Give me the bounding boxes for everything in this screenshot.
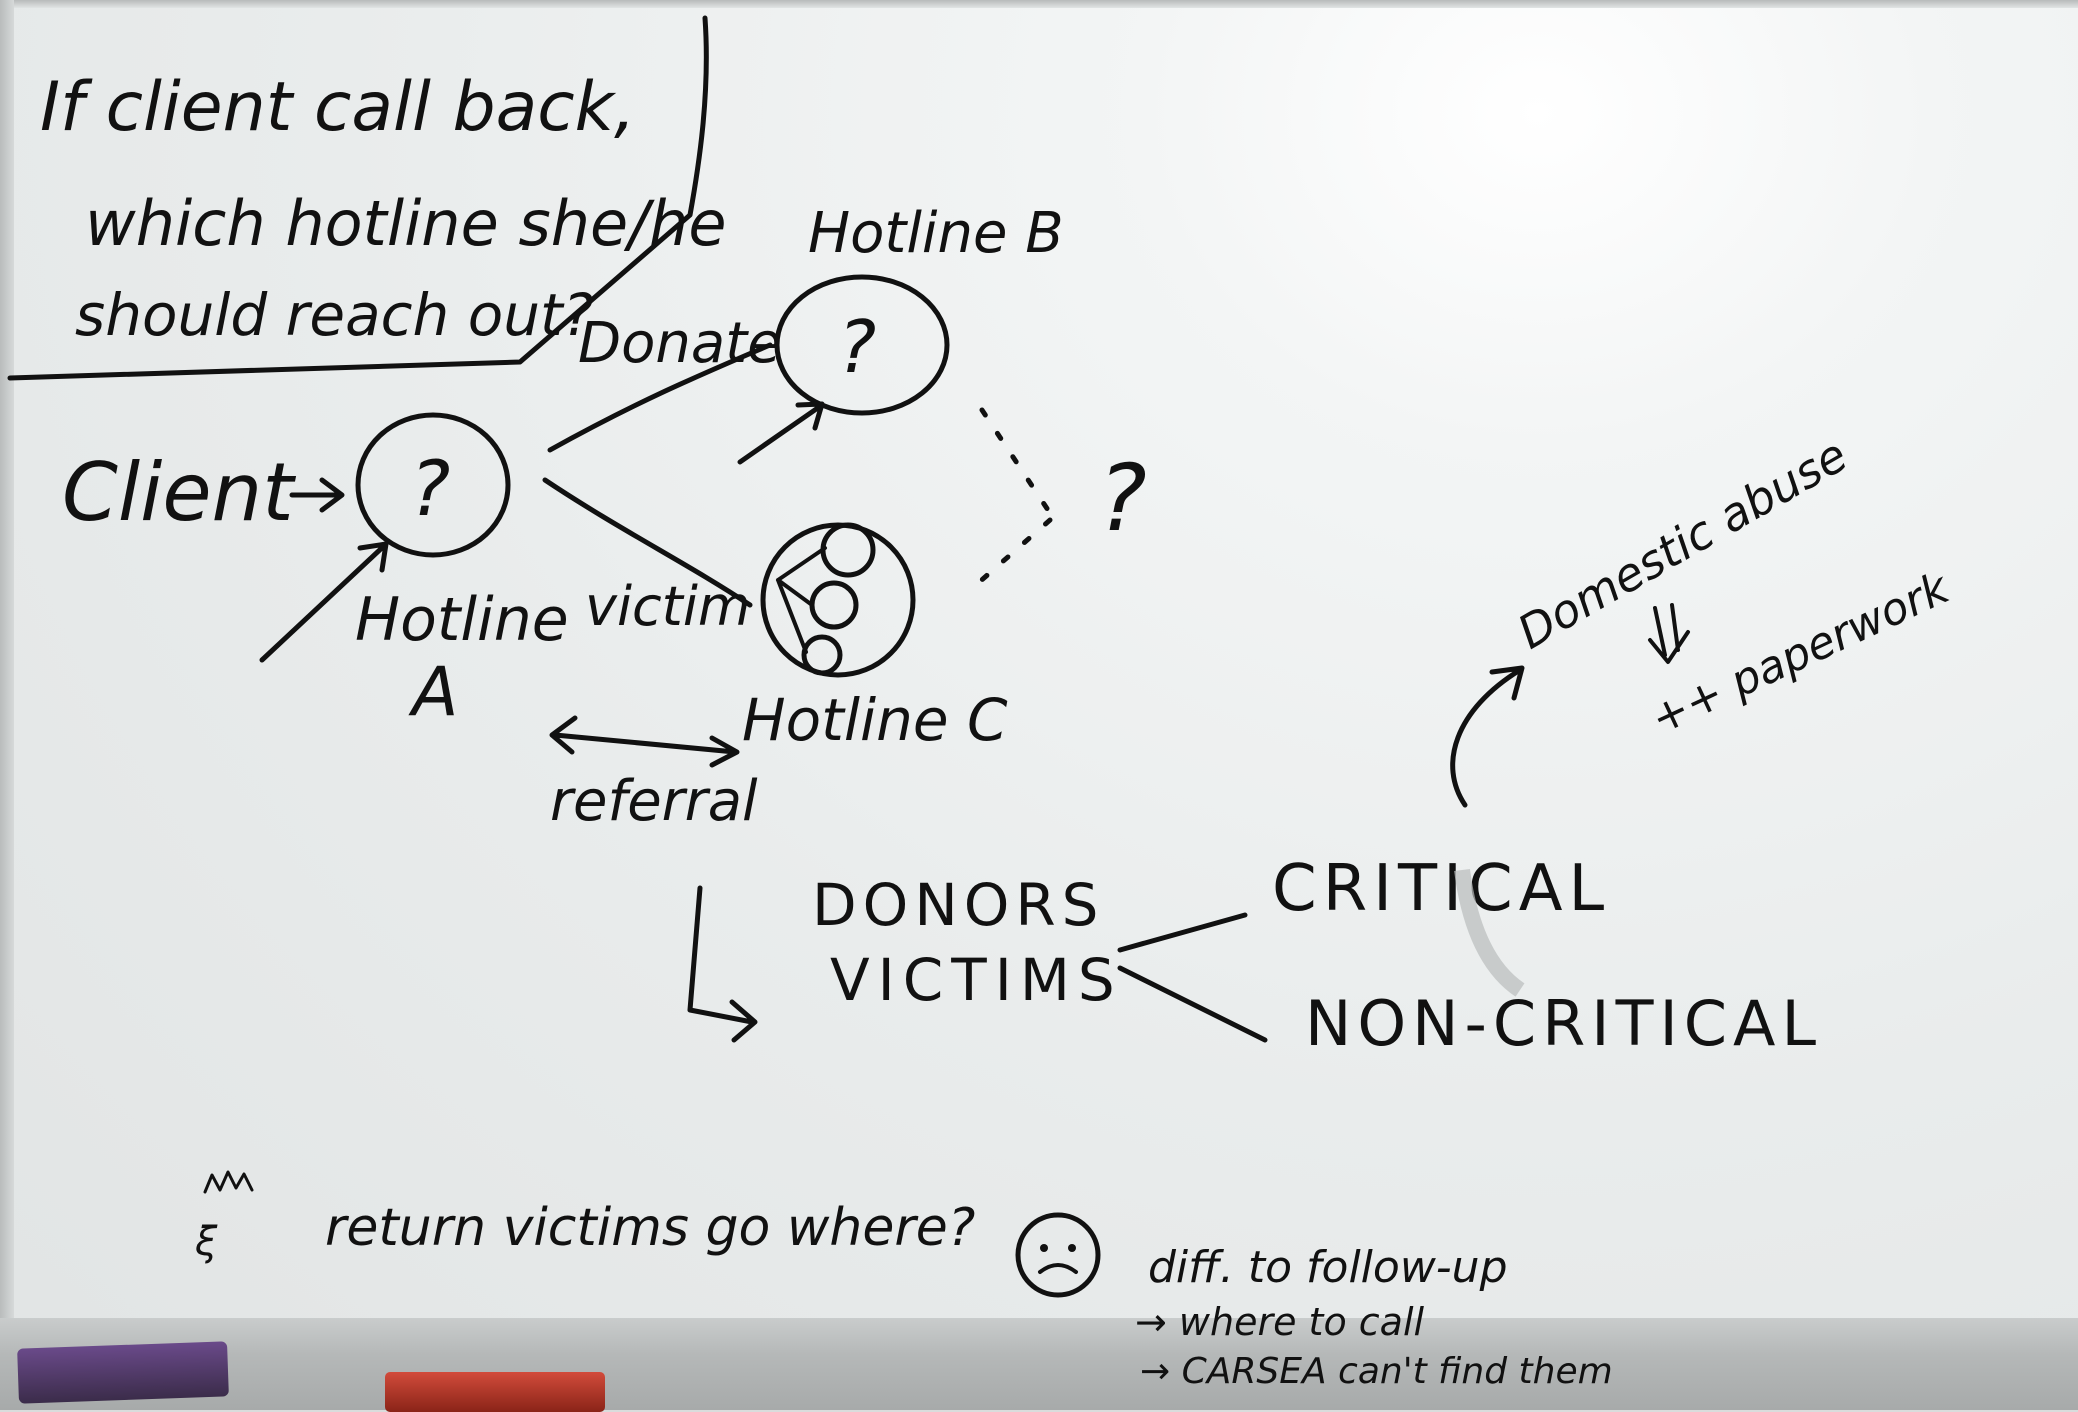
- referral-label: referral: [550, 769, 758, 834]
- hotline-a-incoming-arrow: [259, 541, 389, 663]
- hotline-b-label: Hotline B: [808, 201, 1064, 266]
- question-box: [7, 15, 709, 381]
- question-line-2: which hotline she/he: [85, 187, 727, 260]
- victims-branch: [1117, 912, 1268, 1043]
- hair-doodle: [203, 1170, 254, 1194]
- client-arrow: [289, 477, 345, 513]
- edge-a-to-c: [542, 477, 753, 608]
- donors-label: DONORS: [812, 871, 1104, 939]
- client-label: Client: [62, 446, 296, 539]
- edge-donate-label: Donate: [578, 311, 782, 376]
- hotline-b-incoming-arrow: [737, 401, 825, 465]
- eraser-right: [385, 1372, 605, 1412]
- whiteboard-tray: [0, 1318, 2078, 1410]
- sad-face-mouth: [1038, 1263, 1078, 1274]
- hotline-b-circle: [774, 274, 950, 416]
- where-to-call-note: → where to call: [1135, 1300, 1425, 1344]
- whiteboard-frame-left: [0, 0, 14, 1410]
- hotline-c-inner-circle-1: [820, 522, 876, 578]
- hotline-b-question: ?: [838, 305, 876, 389]
- carsea-note: → CARSEA can't find them: [1140, 1351, 1613, 1392]
- question-line-3: should reach out?: [75, 281, 594, 349]
- referral-arrow: [549, 715, 740, 768]
- hotline-a-question: ?: [410, 444, 450, 533]
- referral-down-arrow: [687, 885, 758, 1043]
- question-line-1: If client call back,: [40, 68, 636, 147]
- edge-victim-label: victim: [585, 575, 750, 638]
- diff-follow-up-note: diff. to follow-up: [1148, 1242, 1508, 1293]
- hotline-a-label: Hotline: [355, 585, 569, 655]
- paperwork-label: ++ paperwork: [1643, 562, 1958, 745]
- hotline-a-circle: [355, 412, 511, 558]
- double-down-arrow: [1648, 603, 1690, 664]
- hotline-c-connectors: [776, 546, 827, 654]
- sad-face-eye-right: [1068, 1244, 1076, 1252]
- return-victims-note: return victims go where?: [325, 1198, 975, 1258]
- hotline-c-inner-circle-3: [801, 634, 843, 676]
- dotted-link: [973, 407, 1053, 588]
- dotted-question: ?: [1098, 445, 1147, 552]
- hotline-c-inner-circle-2: [809, 580, 859, 630]
- victims-label: VICTIMS: [830, 946, 1123, 1014]
- critical-up-arrow: [1450, 665, 1525, 808]
- edge-a-to-b: [547, 342, 773, 453]
- faces-doodle: ξ: [194, 1219, 218, 1265]
- non-critical-label: NON-CRITICAL: [1305, 987, 1822, 1060]
- hotline-c-label: Hotline C: [742, 686, 1008, 754]
- sad-face-icon: [1015, 1212, 1101, 1298]
- sad-face-eye-left: [1040, 1244, 1048, 1252]
- hotline-a-letter: A: [408, 653, 459, 732]
- whiteboard-frame-top: [0, 0, 2078, 8]
- erased-smudge: [1454, 868, 1525, 997]
- critical-label: CRITICAL: [1272, 852, 1610, 926]
